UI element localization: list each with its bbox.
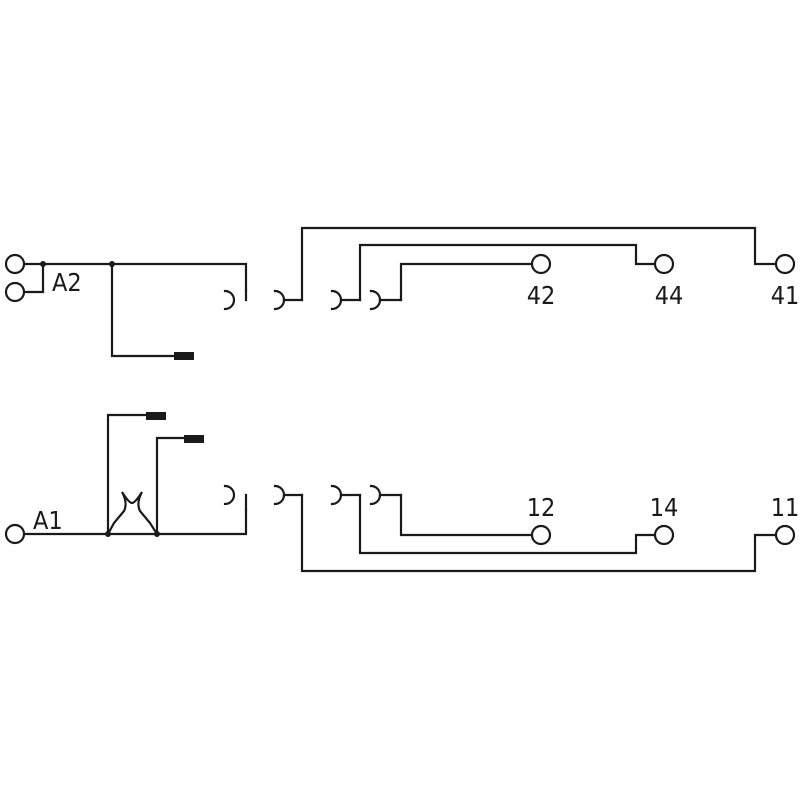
terminal-44 xyxy=(653,253,675,275)
lower-plug-contacts xyxy=(223,484,403,512)
upper-plug-contacts xyxy=(223,288,403,311)
coil-a2-wiring xyxy=(22,261,248,360)
junction-dot xyxy=(109,261,115,267)
terminal-a2-lower xyxy=(4,281,26,303)
junction-dot xyxy=(105,531,111,537)
upper-contact-wiring xyxy=(300,226,778,302)
terminal-a2-upper xyxy=(4,253,26,275)
terminal-a1 xyxy=(4,523,26,545)
connector-block xyxy=(184,435,204,443)
label-12: 12 xyxy=(527,493,556,522)
junction-dot xyxy=(154,531,160,537)
label-11: 11 xyxy=(771,493,800,522)
label-a1: A1 xyxy=(33,506,63,535)
junction-dot xyxy=(40,261,46,267)
label-14: 14 xyxy=(650,493,679,522)
terminal-labels: A2 42 44 41 A1 12 14 11 xyxy=(33,268,799,535)
label-41: 41 xyxy=(771,281,800,310)
terminal-14 xyxy=(653,524,675,546)
lower-contact-wiring xyxy=(300,493,778,573)
connector-block xyxy=(146,412,166,420)
label-44: 44 xyxy=(655,281,684,310)
terminals xyxy=(4,253,796,546)
label-42: 42 xyxy=(527,281,556,310)
terminal-12 xyxy=(530,524,552,546)
label-a2: A2 xyxy=(52,268,82,297)
terminal-11 xyxy=(774,524,796,546)
terminal-42 xyxy=(530,253,552,275)
connector-block xyxy=(174,352,194,360)
terminal-41 xyxy=(774,253,796,275)
coil-a1-wiring xyxy=(22,412,248,537)
